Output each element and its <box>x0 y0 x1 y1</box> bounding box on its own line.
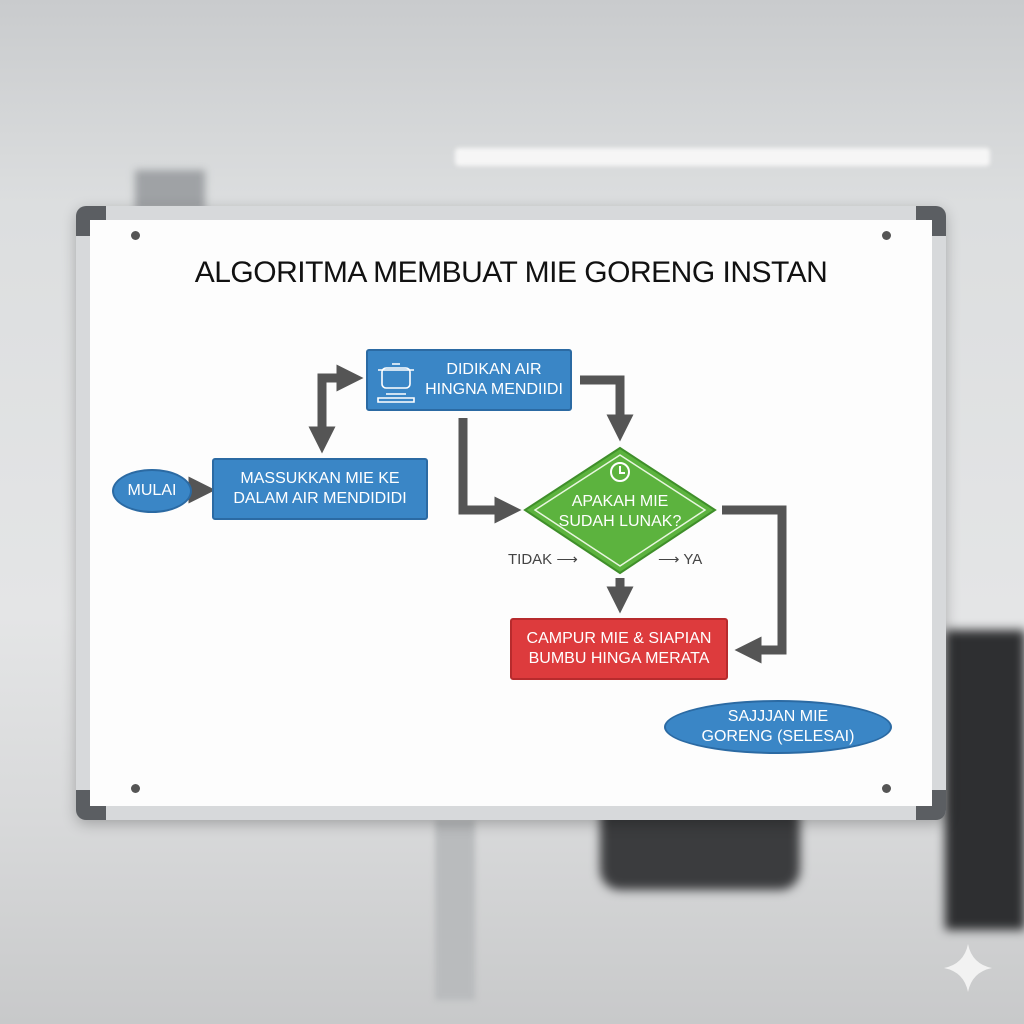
ceiling-light <box>455 148 990 166</box>
table-leg <box>435 820 475 1000</box>
pin <box>131 231 140 240</box>
clock-icon <box>610 462 630 482</box>
chair <box>945 630 1024 930</box>
pin <box>882 231 891 240</box>
pin <box>131 784 140 793</box>
start-node: MULAI <box>112 469 192 513</box>
yes-label: ⟶ YA <box>658 551 703 568</box>
background-wall <box>135 170 205 210</box>
no-label: TIDAK ⟶ <box>508 551 578 568</box>
insert-noodles-label: MASSUKKAN MIE KE DALAM AIR MENDIDIDI <box>233 470 407 507</box>
arrow-decision-yes <box>722 505 787 664</box>
end-node: SAJJJAN MIE GORENG (SELESAI) <box>664 700 892 754</box>
pin <box>882 784 891 793</box>
decision-label: APAKAH MIE SUDAH LUNAK? <box>555 490 685 534</box>
insert-noodles-step: MASSUKKAN MIE KE DALAM AIR MENDIDIDI <box>212 458 428 520</box>
boil-water-step: DIDIKAN AIR HINGNA MENDIIDI <box>366 349 572 411</box>
mix-seasoning-step: CAMPUR MIE & SIAPIAN BUMBU HINGA MERATA <box>510 618 728 680</box>
arrow-boil-down-to-decision <box>458 418 522 524</box>
mix-seasoning-label: CAMPUR MIE & SIAPIAN BUMBU HINGA MERATA <box>526 630 712 667</box>
cooking-pot-icon <box>377 363 415 403</box>
arrow-boil-to-decision <box>580 375 634 442</box>
decision-diamond <box>523 446 717 575</box>
decision-text: APAKAH MIE SUDAH LUNAK? <box>558 493 682 530</box>
diagram-title: ALGORITMA MEMBUAT MIE GORENG INSTAN <box>194 256 828 289</box>
boil-water-label: DIDIKAN AIR HINGNA MENDIIDI <box>425 361 563 398</box>
